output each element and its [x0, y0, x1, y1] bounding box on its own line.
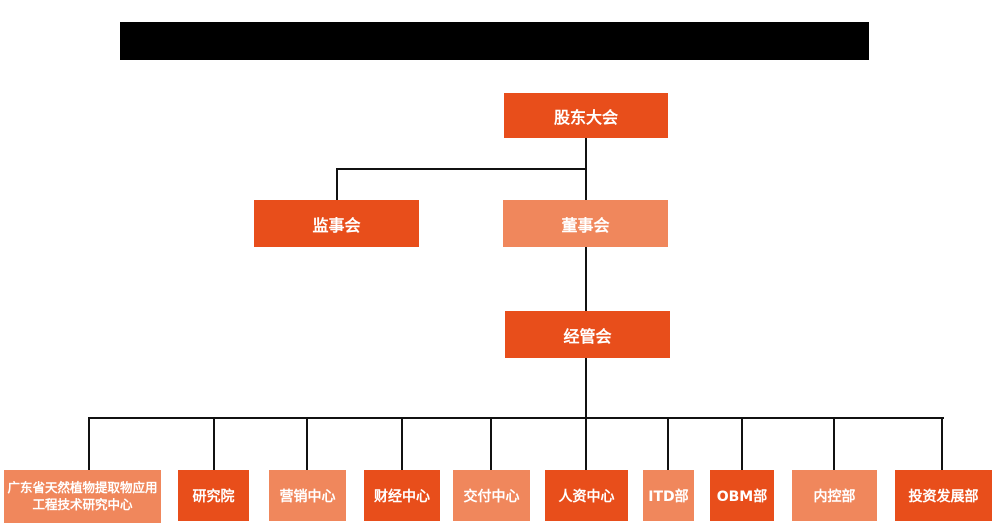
node-management-committee: 经管会	[505, 311, 670, 358]
redacted-title-bar	[120, 22, 869, 60]
connector-level2-branch	[336, 168, 587, 170]
connector-directors-management	[585, 247, 587, 311]
connector-dept-drop	[213, 417, 215, 470]
node-dept-delivery-center: 交付中心	[453, 470, 530, 521]
node-dept-obm: OBM部	[710, 470, 774, 521]
node-shareholders-meeting: 股东大会	[504, 93, 668, 138]
connector-dept-drop	[306, 417, 308, 470]
node-dept-investment-development: 投资发展部	[895, 470, 992, 521]
node-dept-marketing-center: 营销中心	[269, 470, 346, 521]
connector-dept-drop	[941, 417, 943, 470]
node-dept-hr-center: 人资中心	[545, 470, 628, 521]
connector-supervisors-drop	[336, 168, 338, 200]
node-dept-internal-control: 内控部	[792, 470, 877, 521]
connector-dept-drop	[490, 417, 492, 470]
node-board-of-directors: 董事会	[503, 200, 668, 247]
connector-management-stem	[585, 358, 587, 417]
connector-dept-drop	[741, 417, 743, 470]
node-dept-research-institute: 研究院	[178, 470, 249, 521]
node-dept-research-center: 广东省天然植物提取物应用工程技术研究中心	[4, 470, 161, 523]
connector-dept-drop	[585, 417, 587, 470]
connector-dept-drop	[401, 417, 403, 470]
connector-dept-drop	[667, 417, 669, 470]
node-dept-itd: ITD部	[643, 470, 694, 521]
node-dept-finance-center: 财经中心	[364, 470, 440, 521]
connector-dept-drop	[833, 417, 835, 470]
node-supervisory-board: 监事会	[254, 200, 419, 247]
connector-dept-drop	[88, 417, 90, 470]
connector-departments-rail	[88, 417, 944, 419]
